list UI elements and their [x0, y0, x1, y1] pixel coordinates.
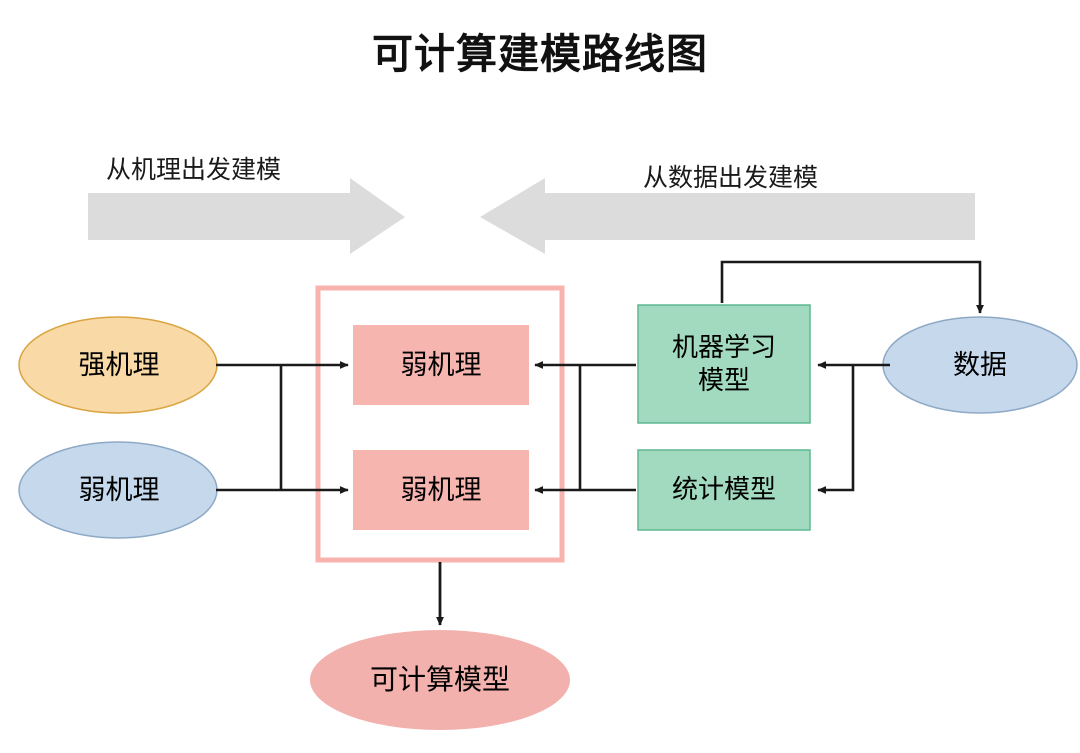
node-computable-model[interactable] [310, 630, 570, 730]
band-arrow-from-data [480, 178, 975, 254]
edge-ml-to-data [720, 260, 984, 314]
node-ml-model[interactable] [637, 304, 811, 424]
edge-data-to-stat [817, 365, 855, 494]
node-data[interactable] [882, 316, 1078, 414]
node-weak-mechanism-source[interactable] [18, 441, 218, 539]
weak-mechanism-group-frame [315, 285, 565, 563]
band-label-from-data: 从数据出发建模 [643, 164, 819, 192]
band-arrow-from-mechanism [88, 178, 405, 254]
node-weak-mechanism-top[interactable] [353, 325, 529, 405]
band-label-from-mechanism: 从机理出发建模 [106, 156, 282, 184]
node-strong-mechanism[interactable] [18, 316, 218, 414]
node-stat-model[interactable] [637, 449, 811, 531]
page-title: 可计算建模路线图 [372, 31, 708, 77]
node-weak-mechanism-bottom[interactable] [353, 450, 529, 530]
